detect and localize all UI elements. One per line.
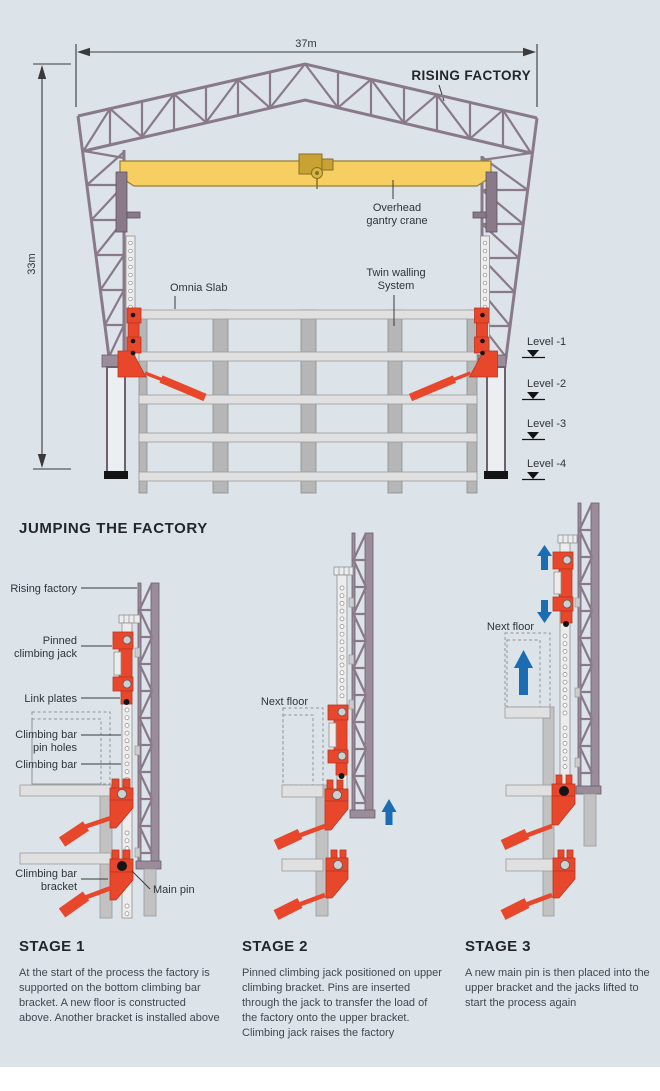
crane-end-truck-right [485,171,498,233]
bar-bracket-callout-line2: bracket [41,881,77,893]
building-structure [138,309,478,494]
stage-2-truss [348,532,376,819]
level-triangle-icon [527,432,539,439]
title-leader-line [438,84,445,102]
level-4-label: Level -4 [527,458,566,470]
width-dimension-label: 37m [295,38,316,50]
twin-wall-label-line2: System [378,280,415,292]
stage-3-lower-bracket [552,849,576,899]
pinned-jack-callout-line2: climbing jack [14,648,77,660]
stage-1-dashed-outline-inner [31,718,102,785]
level-marker-3: Level -3 [522,418,566,441]
stage-3-next-floor-callout: Next floor [487,621,534,633]
level-1-label: Level -1 [527,336,566,348]
stage-3-diagram: Next floor [487,502,602,920]
jack-down-arrow-icon [537,600,552,623]
crane-label-line1: Overhead [373,202,421,214]
omnia-slab [138,309,478,320]
roof-truss [77,62,538,155]
new-main-pin [559,786,569,796]
stage-3-upper-bracket [551,774,576,826]
stage-1-description: At the start of the process the factory … [19,967,220,1024]
level-markers: Level -1 Level -2 Level -3 Level -4 [522,336,566,481]
main-diagram: 37m 33m RISING FACTORY [26,38,566,494]
level-marker-4: Level -4 [522,458,566,481]
pin-holes-callout-line1: Climbing bar [15,729,77,741]
stage-2-title: STAGE 2 [242,938,308,955]
jumping-heading: JUMPING THE FACTORY [19,520,208,537]
stage-2-diagram: Next floor [261,532,397,920]
crane-trolley [298,153,334,189]
crane-end-truck-left [115,171,128,233]
pin-holes-callout-line2: pin holes [33,742,78,754]
stage-2-pinned-jack [327,704,349,779]
height-dimension-label: 33m [26,253,38,274]
stage-1-title: STAGE 1 [19,938,85,955]
level-marker-1: Level -1 [522,336,566,359]
stage-1-callouts: Rising factory Pinned climbing jack Link… [10,583,194,896]
rising-factory-title: RISING FACTORY [411,68,531,83]
stage-2-description: Pinned climbing jack positioned on upper… [242,967,445,1039]
stage-1-upper-bracket [109,778,134,829]
stage-3-pinned-jack [552,551,574,627]
gantry-crane: Overhead gantry crane [115,153,498,233]
level-marker-2: Level -2 [522,378,566,401]
stage-1-floors [19,784,113,919]
stage-2-lower-bracket [325,849,349,899]
height-dimension: 33m [26,63,71,470]
stage-1-pinned-jack [112,631,134,705]
level-3-label: Level -3 [527,418,566,430]
stage-2-props [273,823,326,920]
main-pin [117,861,127,871]
stage-3-climbing-bar [557,534,578,791]
stage-2-dashed-outline-inner [282,714,314,786]
stage-1-lower-bracket [109,849,134,901]
arrow-up-icon [37,65,47,79]
stage-2-dashed-outline-outer [282,707,324,786]
climbing-bracket-left [117,235,207,402]
arrow-left-icon [77,47,90,57]
stage-3-props [500,823,553,920]
stage-3-description: A new main pin is then placed into the u… [465,967,653,1009]
jack-up-arrow-icon [537,545,552,570]
floor-rise-arrow-icon [514,650,533,695]
stage-3-floors [504,706,555,917]
crane-label-line2: gantry crane [366,215,427,227]
level-2-label: Level -2 [527,378,566,390]
level-triangle-icon [527,392,539,399]
rising-factory-callout: Rising factory [10,583,77,595]
stage-3-truss [574,502,602,847]
twin-wall-label-line1: Twin walling [366,267,425,279]
stage-3-dashed-outline-outer [504,632,551,708]
stage-1-props [58,815,112,918]
lift-arrow-icon [381,799,397,825]
main-pin-callout: Main pin [153,884,195,896]
pinned-jack-callout-line1: Pinned [43,635,77,647]
stage-2-climbing-bar [333,566,354,791]
link-plates-callout: Link plates [24,693,77,705]
level-triangle-icon [527,350,539,357]
support-columns [104,366,508,479]
stage-1-truss [134,582,162,917]
stage-2-next-floor-callout: Next floor [261,696,308,708]
arrow-down-icon [37,454,47,468]
stage-2-upper-bracket [324,779,349,831]
stage-3-title: STAGE 3 [465,938,531,955]
omnia-slab-label: Omnia Slab [170,282,227,294]
width-dimension: 37m [75,38,538,107]
climbing-bar-callout: Climbing bar [15,759,77,771]
stage-1-diagram: Rising factory Pinned climbing jack Link… [10,582,195,919]
level-triangle-icon [527,472,539,479]
arrow-right-icon [523,47,536,57]
bar-bracket-callout-line1: Climbing bar [15,868,77,880]
